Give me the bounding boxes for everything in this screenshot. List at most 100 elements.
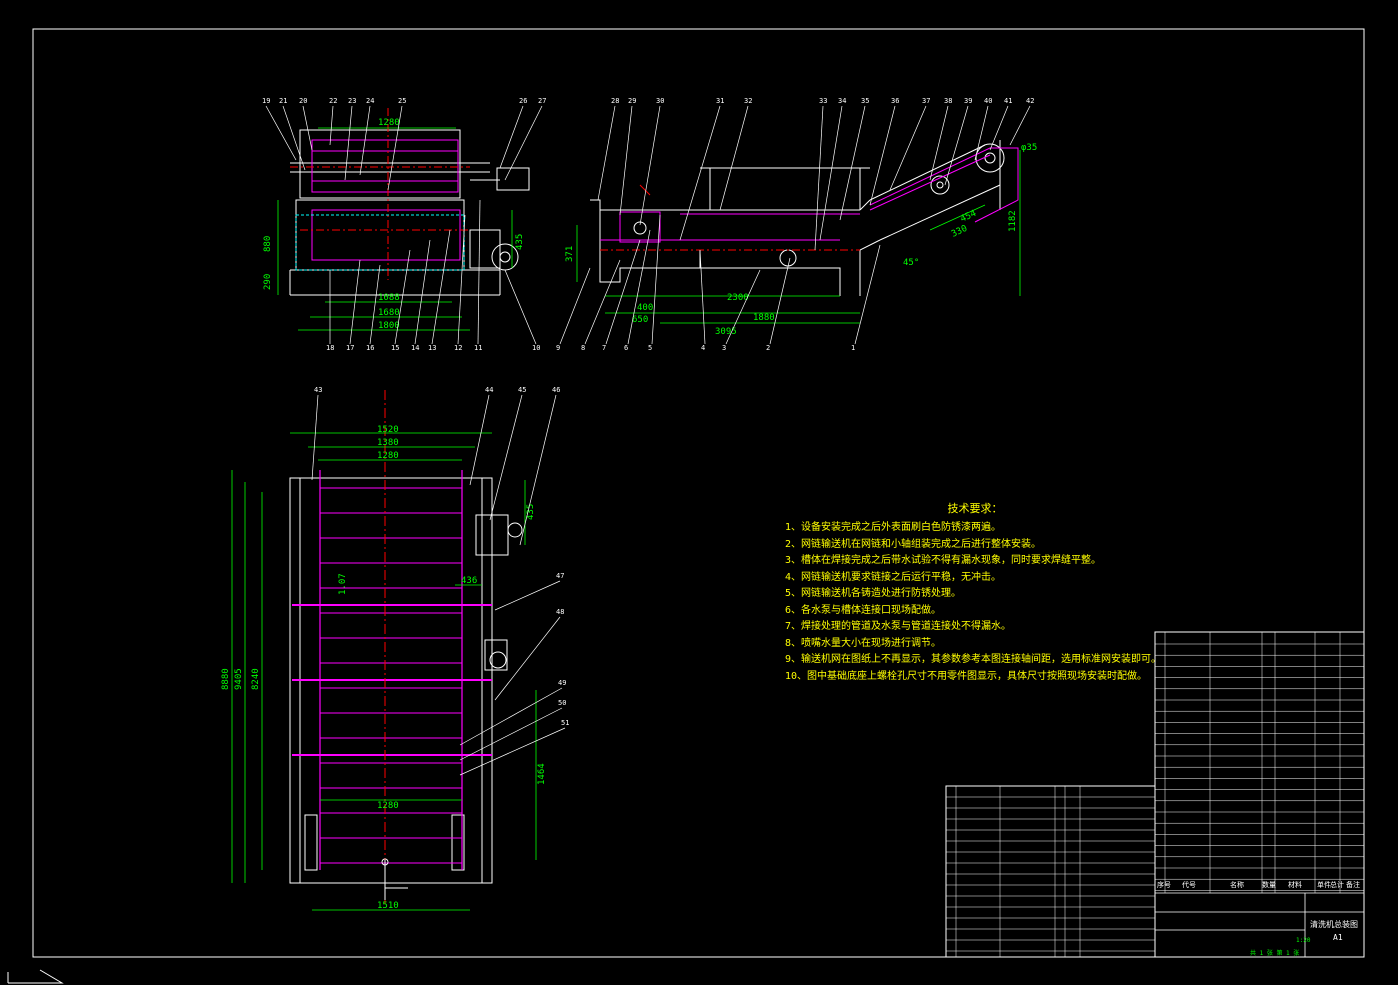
leader-line	[719, 105, 749, 211]
front-dim-bottom: 1800	[378, 321, 400, 331]
leader-line	[359, 105, 371, 176]
front-dim-top: 1280	[378, 118, 400, 128]
callout-label: 34	[838, 97, 846, 105]
callout-label: 44	[485, 386, 493, 394]
sheet-info: 共 1 张 第 1 张	[1250, 949, 1299, 957]
callout-label: 14	[411, 344, 419, 352]
callout-label: 29	[628, 97, 636, 105]
callout-label: 23	[348, 97, 356, 105]
plan-dim-8880: 8880	[221, 668, 231, 690]
leader-line	[944, 105, 969, 186]
note-item: 4、网链输送机要求链接之后运行平稳，无冲击。	[785, 571, 1002, 583]
side-dim-650: 650	[632, 315, 648, 325]
callout-label: 35	[861, 97, 869, 105]
callout-label: 8	[581, 344, 585, 352]
leader-line	[839, 105, 866, 221]
callout-label: 15	[391, 344, 399, 352]
callout-label: 30	[656, 97, 664, 105]
leader-line	[489, 394, 523, 521]
plan-dim-9405: 9405	[234, 668, 244, 690]
leader-line	[819, 105, 843, 241]
side-dim-1182: 1182	[1008, 210, 1018, 232]
callout-label: 3	[722, 344, 726, 352]
leader-line	[929, 105, 949, 181]
leader-line	[329, 105, 334, 146]
leader-line	[559, 267, 591, 345]
side-dim-371: 371	[565, 246, 575, 262]
note-item: 5、网链输送机各铸造处进行防锈处理。	[785, 588, 962, 599]
leader-line	[989, 105, 1009, 151]
bom-header-cell: 单件	[1317, 880, 1331, 889]
plan-dim-1464: 1464	[537, 763, 547, 785]
side-dim-angle: 45°	[903, 258, 919, 268]
leader-line	[459, 707, 563, 761]
note-item: 8、喷嘴水量大小在现场进行调节。	[785, 637, 942, 649]
callout-label: 28	[611, 97, 619, 105]
leader-line	[1009, 105, 1031, 146]
leader-line	[414, 239, 431, 345]
leader-line	[344, 105, 353, 181]
plan-dim-1510: 1510	[377, 901, 399, 911]
callout-label: 18	[326, 344, 334, 352]
bom-header-cell: 总计	[1330, 880, 1344, 889]
bom-header-cell: 名称	[1230, 880, 1244, 889]
side-dim-2300: 2300	[727, 293, 749, 303]
leader-line	[519, 394, 557, 546]
leader-line	[889, 105, 927, 191]
outer-frame	[32, 28, 1365, 958]
leader-line	[699, 249, 706, 345]
callout-label: 20	[299, 97, 307, 105]
leader-line	[459, 727, 566, 776]
callout-label: 5	[648, 344, 652, 352]
callout-label: 33	[819, 97, 827, 105]
leader-line	[457, 214, 466, 345]
leader-line	[302, 105, 313, 151]
note-item: 1、设备安装完成之后外表面刷白色防锈漆两遍。	[785, 522, 1002, 533]
leader-line	[387, 105, 403, 191]
leader-line	[627, 229, 651, 345]
bom-header-cell: 数量	[1262, 880, 1276, 889]
leader-line	[265, 105, 297, 161]
callout-label: 43	[314, 386, 322, 394]
callout-label: 38	[944, 97, 952, 105]
drawing-scale: 1:20	[1296, 937, 1311, 944]
leader-line	[311, 394, 319, 481]
leader-line	[282, 105, 306, 171]
callout-label: 49	[558, 679, 566, 687]
callout-label: 32	[744, 97, 752, 105]
front-dim-right: 435	[515, 234, 525, 250]
leader-line	[814, 105, 824, 251]
callout-label: 25	[398, 97, 406, 105]
note-item: 6、各水泵与槽体连接口现场配做。	[785, 604, 942, 616]
callout-label: 46	[552, 386, 560, 394]
plan-dim-436: 436	[461, 576, 477, 586]
callout-label: 36	[891, 97, 899, 105]
callout-label: 24	[366, 97, 374, 105]
callout-label: 42	[1026, 97, 1034, 105]
leader-line	[639, 105, 661, 226]
drawing-stamp: A1	[1333, 933, 1343, 942]
callout-label: 11	[474, 344, 482, 352]
callout-label: 39	[964, 97, 972, 105]
callout-label: 9	[556, 344, 560, 352]
leader-line	[619, 105, 633, 216]
ucs-icon	[7, 969, 64, 984]
leader-line	[504, 105, 543, 181]
callout-label: 10	[532, 344, 540, 352]
side-dim-1880: 1880	[753, 313, 775, 323]
bom-header-cell: 代号	[1182, 880, 1196, 889]
plan-dim-1380: 1380	[377, 438, 399, 448]
callout-label: 26	[519, 97, 527, 105]
technical-requirements: 技术要求： 1、设备安装完成之后外表面刷白色防锈漆两遍。2、网链输送机在网链和小…	[785, 500, 1165, 685]
plan-view: 1520 1380 1280 8880 9405 8240 436 435 14…	[221, 386, 569, 911]
leader-line	[974, 105, 989, 161]
callout-label: 21	[279, 97, 287, 105]
leader-line	[597, 105, 616, 201]
front-dim-inner: 1088	[378, 293, 400, 303]
callout-label: 31	[716, 97, 724, 105]
leader-line	[854, 244, 881, 345]
leader-line	[494, 616, 561, 701]
leader-line	[679, 105, 721, 241]
callout-label: 48	[556, 608, 564, 616]
